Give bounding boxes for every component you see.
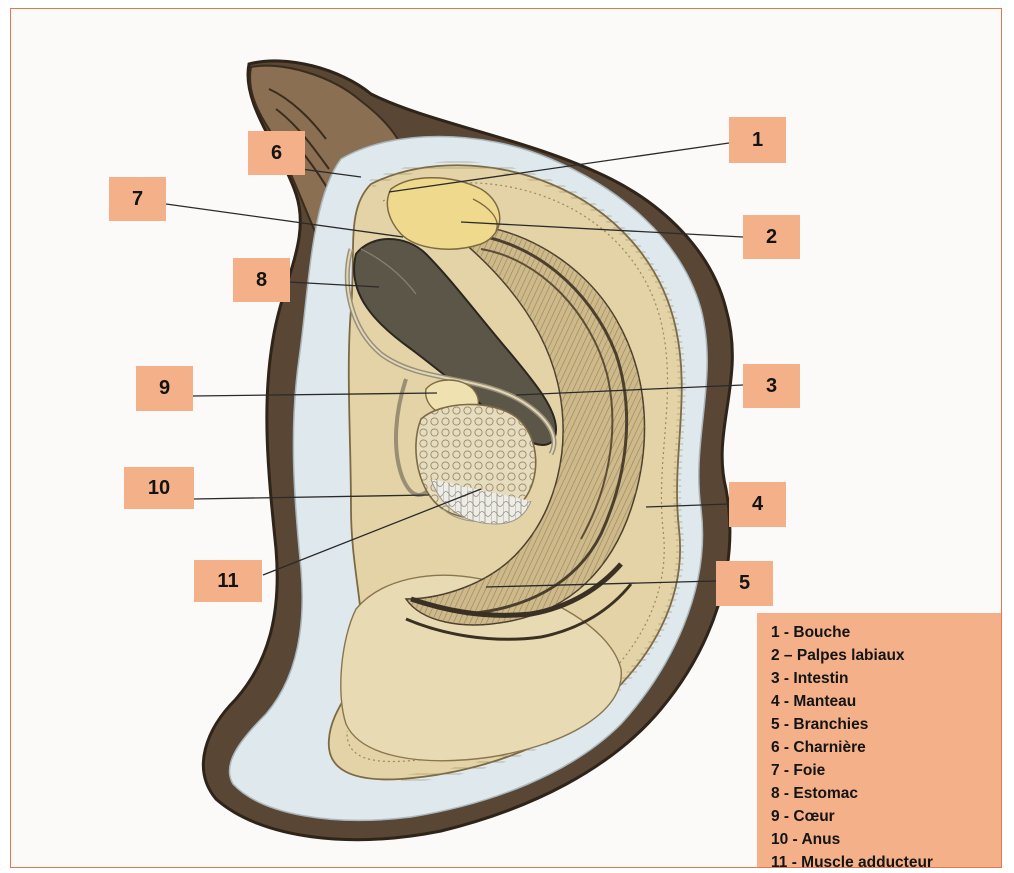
label-10: 10 bbox=[124, 467, 194, 509]
label-1: 1 bbox=[729, 117, 786, 163]
label-4: 4 bbox=[729, 482, 786, 527]
legend: 1 - Bouche 2 – Palpes labiaux 3 - Intest… bbox=[757, 613, 1002, 868]
legend-item: 10 - Anus bbox=[771, 828, 1002, 851]
legend-item: 3 - Intestin bbox=[771, 667, 1002, 690]
label-7: 7 bbox=[109, 177, 166, 221]
label-2: 2 bbox=[743, 215, 800, 259]
legend-item: 7 - Foie bbox=[771, 759, 1002, 782]
legend-item: 1 - Bouche bbox=[771, 621, 1002, 644]
label-8: 8 bbox=[233, 258, 290, 302]
label-9: 9 bbox=[136, 366, 193, 411]
legend-item: 4 - Manteau bbox=[771, 690, 1002, 713]
label-3: 3 bbox=[743, 364, 800, 408]
legend-item: 6 - Charnière bbox=[771, 736, 1002, 759]
legend-item: 5 - Branchies bbox=[771, 713, 1002, 736]
legend-item: 9 - Cœur bbox=[771, 805, 1002, 828]
legend-item: 11 - Muscle adducteur bbox=[771, 851, 1002, 868]
diagram-frame: 1 2 3 4 5 6 7 8 9 10 11 1 - Bouche 2 – P… bbox=[10, 8, 1002, 868]
legend-item: 2 – Palpes labiaux bbox=[771, 644, 1002, 667]
legend-item: 8 - Estomac bbox=[771, 782, 1002, 805]
label-6: 6 bbox=[248, 131, 305, 175]
label-5: 5 bbox=[716, 561, 773, 606]
label-11: 11 bbox=[194, 560, 262, 602]
